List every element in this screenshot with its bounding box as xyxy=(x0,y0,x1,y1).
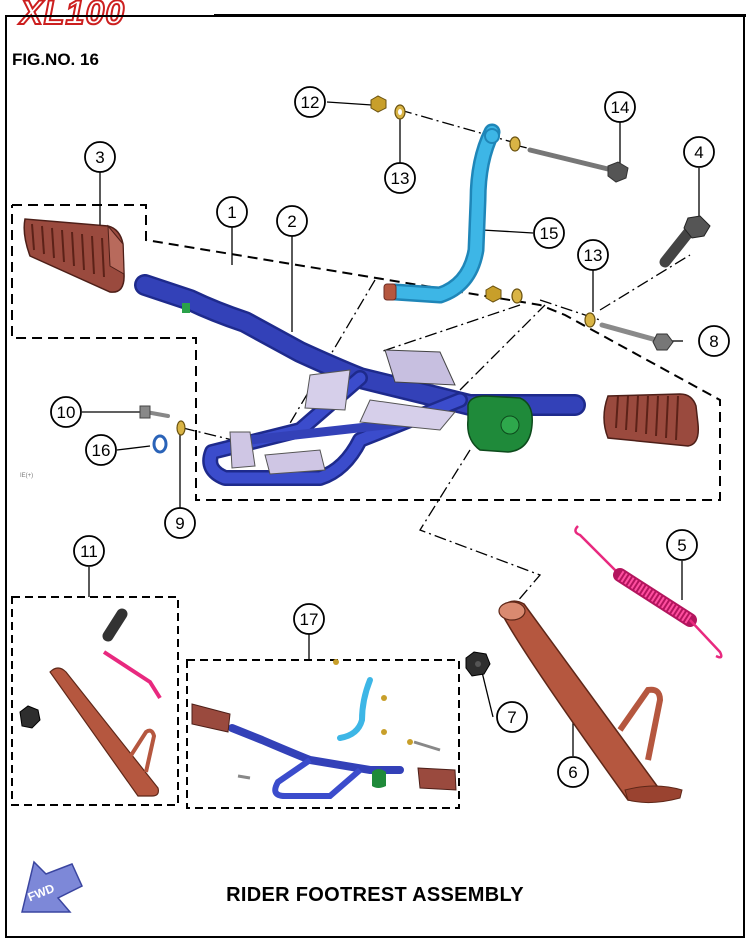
callout-number: 11 xyxy=(80,542,98,561)
callout-c10: 10 xyxy=(50,396,82,428)
callout-c6: 6 xyxy=(557,756,589,788)
callout-circle xyxy=(276,205,308,237)
footrest-frame xyxy=(134,274,586,486)
callout-number: 7 xyxy=(507,708,516,727)
kit-17-outline xyxy=(186,659,460,809)
washer-9 xyxy=(176,420,186,436)
callout-c4: 4 xyxy=(683,136,715,168)
callout-c12: 12 xyxy=(294,86,326,118)
nut-12 xyxy=(370,95,387,113)
nut-7 xyxy=(465,651,491,677)
callout-circle xyxy=(50,396,82,428)
callout-c13a: 13 xyxy=(384,162,416,194)
callout-number: 4 xyxy=(694,143,703,162)
callout-number: 17 xyxy=(300,610,319,629)
callout-circle xyxy=(164,507,196,539)
callout-circle xyxy=(604,91,636,123)
kit-11-outline xyxy=(11,596,179,806)
callout-number: 8 xyxy=(709,332,718,351)
footrest-rubber-right xyxy=(603,393,700,447)
bolt-10 xyxy=(139,405,170,419)
callout-circle xyxy=(698,325,730,357)
callout-circle xyxy=(533,217,565,249)
kit-17-contents xyxy=(191,659,457,799)
callout-circle xyxy=(216,196,248,228)
page-title: RIDER FOOTREST ASSEMBLY xyxy=(226,884,524,906)
callout-number: 14 xyxy=(611,98,630,117)
callout-number: 6 xyxy=(568,763,577,782)
callout-number: 9 xyxy=(175,514,184,533)
callout-number: 13 xyxy=(391,169,410,188)
callout-circle xyxy=(666,529,698,561)
callout-circle xyxy=(496,701,528,733)
callout-circle xyxy=(557,756,589,788)
bolt-4 xyxy=(659,215,711,268)
figure-number: FIG.NO. 16 xyxy=(12,50,99,69)
stand-spring xyxy=(574,525,723,659)
frame-brackets xyxy=(182,303,456,475)
callout-number: 16 xyxy=(92,441,111,460)
callout-c7: 7 xyxy=(496,701,528,733)
washer-13-top xyxy=(394,104,406,120)
callout-c9: 9 xyxy=(164,507,196,539)
footrest-rubber-left xyxy=(23,218,125,293)
leader-lines xyxy=(82,101,700,756)
callout-circle xyxy=(293,603,325,635)
callout-number: 2 xyxy=(287,212,296,231)
callout-number: 3 xyxy=(95,148,104,167)
callout-circle xyxy=(577,239,609,271)
callout-c11: 11 xyxy=(73,535,105,567)
callout-circle xyxy=(84,141,116,173)
washer-13-right xyxy=(584,312,596,328)
reference-note: IE(+) xyxy=(20,473,34,479)
callout-c3: 3 xyxy=(84,141,116,173)
nut-mid xyxy=(485,285,523,304)
washer-bolt-14 xyxy=(509,136,521,152)
fwd-arrow-icon: FWD xyxy=(21,860,83,913)
green-mount-bracket xyxy=(467,395,533,453)
callout-c5: 5 xyxy=(666,529,698,561)
callout-number: 10 xyxy=(57,403,76,422)
callout-c8: 8 xyxy=(698,325,730,357)
callout-circle xyxy=(294,86,326,118)
callout-circle xyxy=(683,136,715,168)
callout-c14: 14 xyxy=(604,91,636,123)
bolt-14 xyxy=(527,147,629,183)
callout-c1: 1 xyxy=(216,196,248,228)
callout-number: 5 xyxy=(677,536,686,555)
side-stand xyxy=(498,600,683,804)
callout-number: 15 xyxy=(540,224,559,243)
kit-11-contents xyxy=(19,608,162,797)
bolt-8 xyxy=(599,322,674,351)
callout-number: 12 xyxy=(301,93,320,112)
brand-bar xyxy=(214,14,746,17)
callout-circle xyxy=(85,434,117,466)
callout-c13b: 13 xyxy=(577,239,609,271)
callout-circle xyxy=(73,535,105,567)
callout-c2: 2 xyxy=(276,205,308,237)
callout-circle xyxy=(384,162,416,194)
washer-16 xyxy=(152,434,168,454)
callout-number: 13 xyxy=(584,246,603,265)
callout-c16: 16 xyxy=(85,434,117,466)
callout-number: 1 xyxy=(227,203,236,222)
callout-c15: 15 xyxy=(533,217,565,249)
main-group-outline xyxy=(11,204,721,501)
footrest-bracket xyxy=(383,123,501,304)
callout-c17: 17 xyxy=(293,603,325,635)
